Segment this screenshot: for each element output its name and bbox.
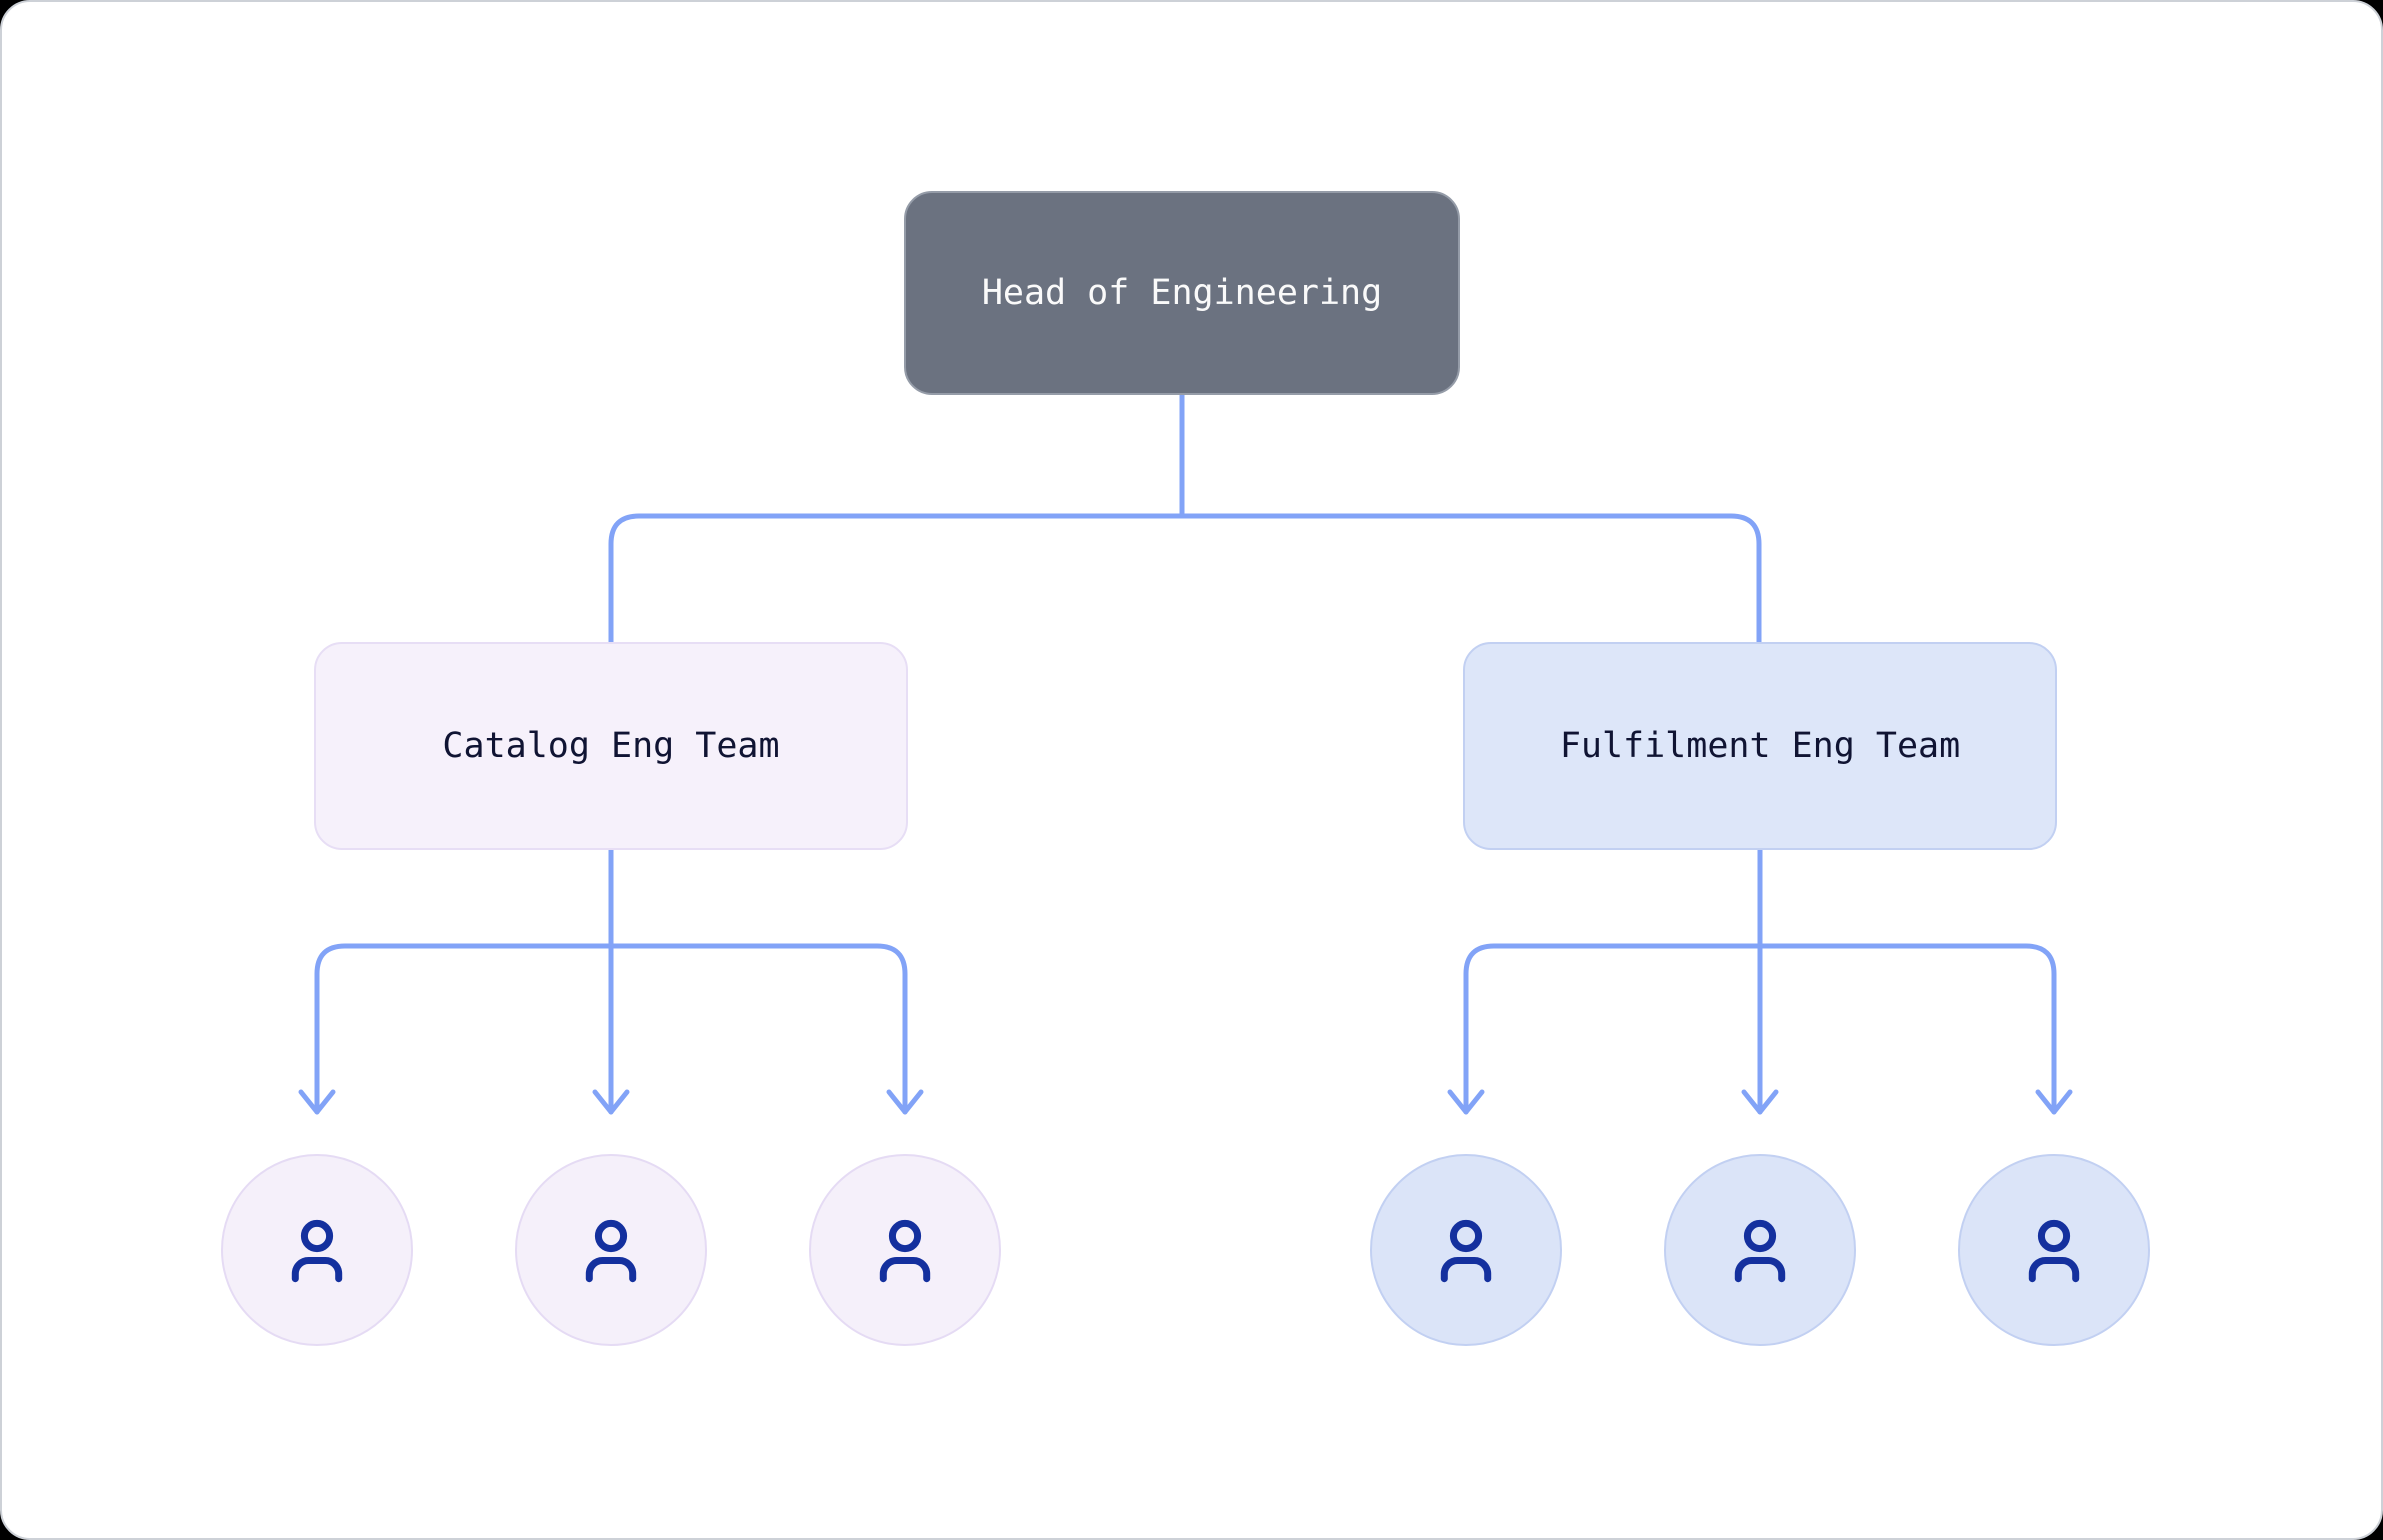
person-node-fulfilment-1[interactable]	[1370, 1154, 1562, 1346]
fulfilment-team-label: Fulfilment Eng Team	[1559, 726, 1961, 766]
person-node-catalog-2[interactable]	[515, 1154, 707, 1346]
person-node-catalog-1[interactable]	[221, 1154, 413, 1346]
catalog-team-node[interactable]: Catalog Eng Team	[314, 642, 908, 850]
user-icon	[879, 1219, 931, 1283]
user-icon	[1734, 1219, 1786, 1283]
head-of-engineering-node[interactable]: Head of Engineering	[904, 191, 1460, 395]
user-icon	[585, 1219, 637, 1283]
user-icon	[1440, 1219, 1492, 1283]
catalog-team-label: Catalog Eng Team	[442, 726, 780, 766]
person-node-fulfilment-3[interactable]	[1958, 1154, 2150, 1346]
user-icon	[291, 1219, 343, 1283]
person-node-fulfilment-2[interactable]	[1664, 1154, 1856, 1346]
root-node-label: Head of Engineering	[981, 273, 1383, 313]
person-node-catalog-3[interactable]	[809, 1154, 1001, 1346]
user-icon	[2028, 1219, 2080, 1283]
fulfilment-team-node[interactable]: Fulfilment Eng Team	[1463, 642, 2057, 850]
